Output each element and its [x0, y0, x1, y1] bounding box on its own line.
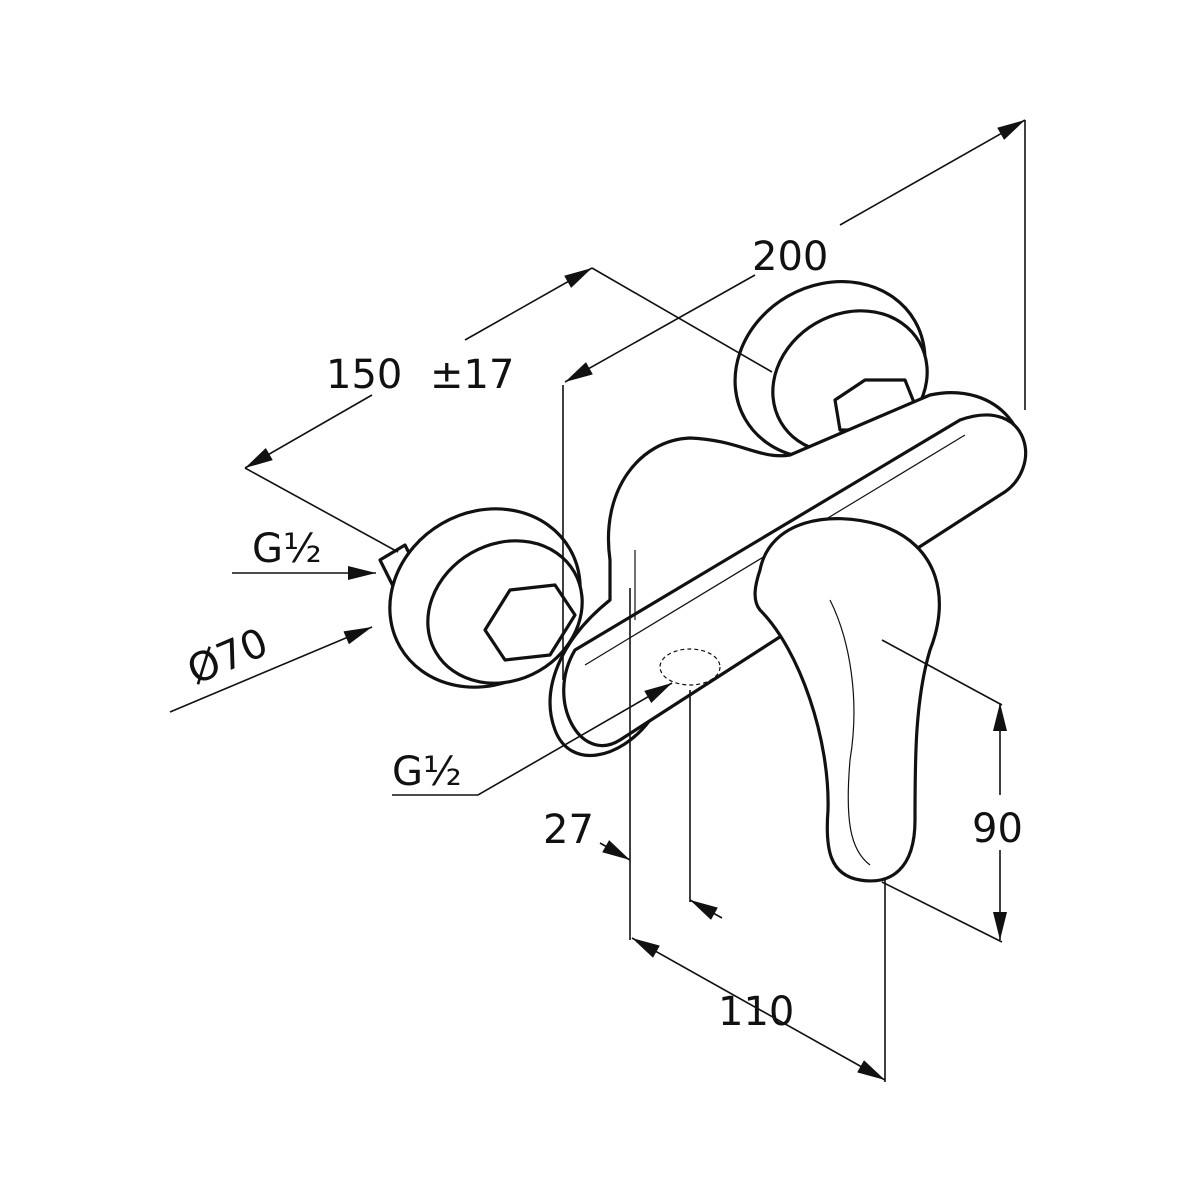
label-200: 200: [752, 234, 828, 280]
callout-inlet-thread: G½: [232, 526, 376, 580]
label-27: 27: [543, 807, 594, 853]
callout-outlet-thread: G½: [392, 682, 673, 796]
callout-rosette-diameter: Ø70: [169, 620, 373, 713]
label-inlet-thread: G½: [252, 526, 322, 572]
label-110: 110: [718, 989, 794, 1035]
dimension-27: 27: [543, 588, 723, 940]
label-tolerance: ±17: [430, 352, 514, 398]
label-150: 150: [326, 352, 402, 398]
label-diameter: Ø70: [181, 620, 275, 695]
lever-handle: [753, 517, 941, 883]
rosette-left: [378, 507, 584, 689]
label-90: 90: [972, 806, 1023, 852]
label-outlet-thread: G½: [392, 749, 462, 795]
dimension-90: 90: [881, 639, 1023, 943]
dimension-150: 150 ±17: [244, 267, 773, 553]
dimension-200: 200: [562, 119, 1026, 680]
dimension-110: 110: [631, 880, 886, 1082]
